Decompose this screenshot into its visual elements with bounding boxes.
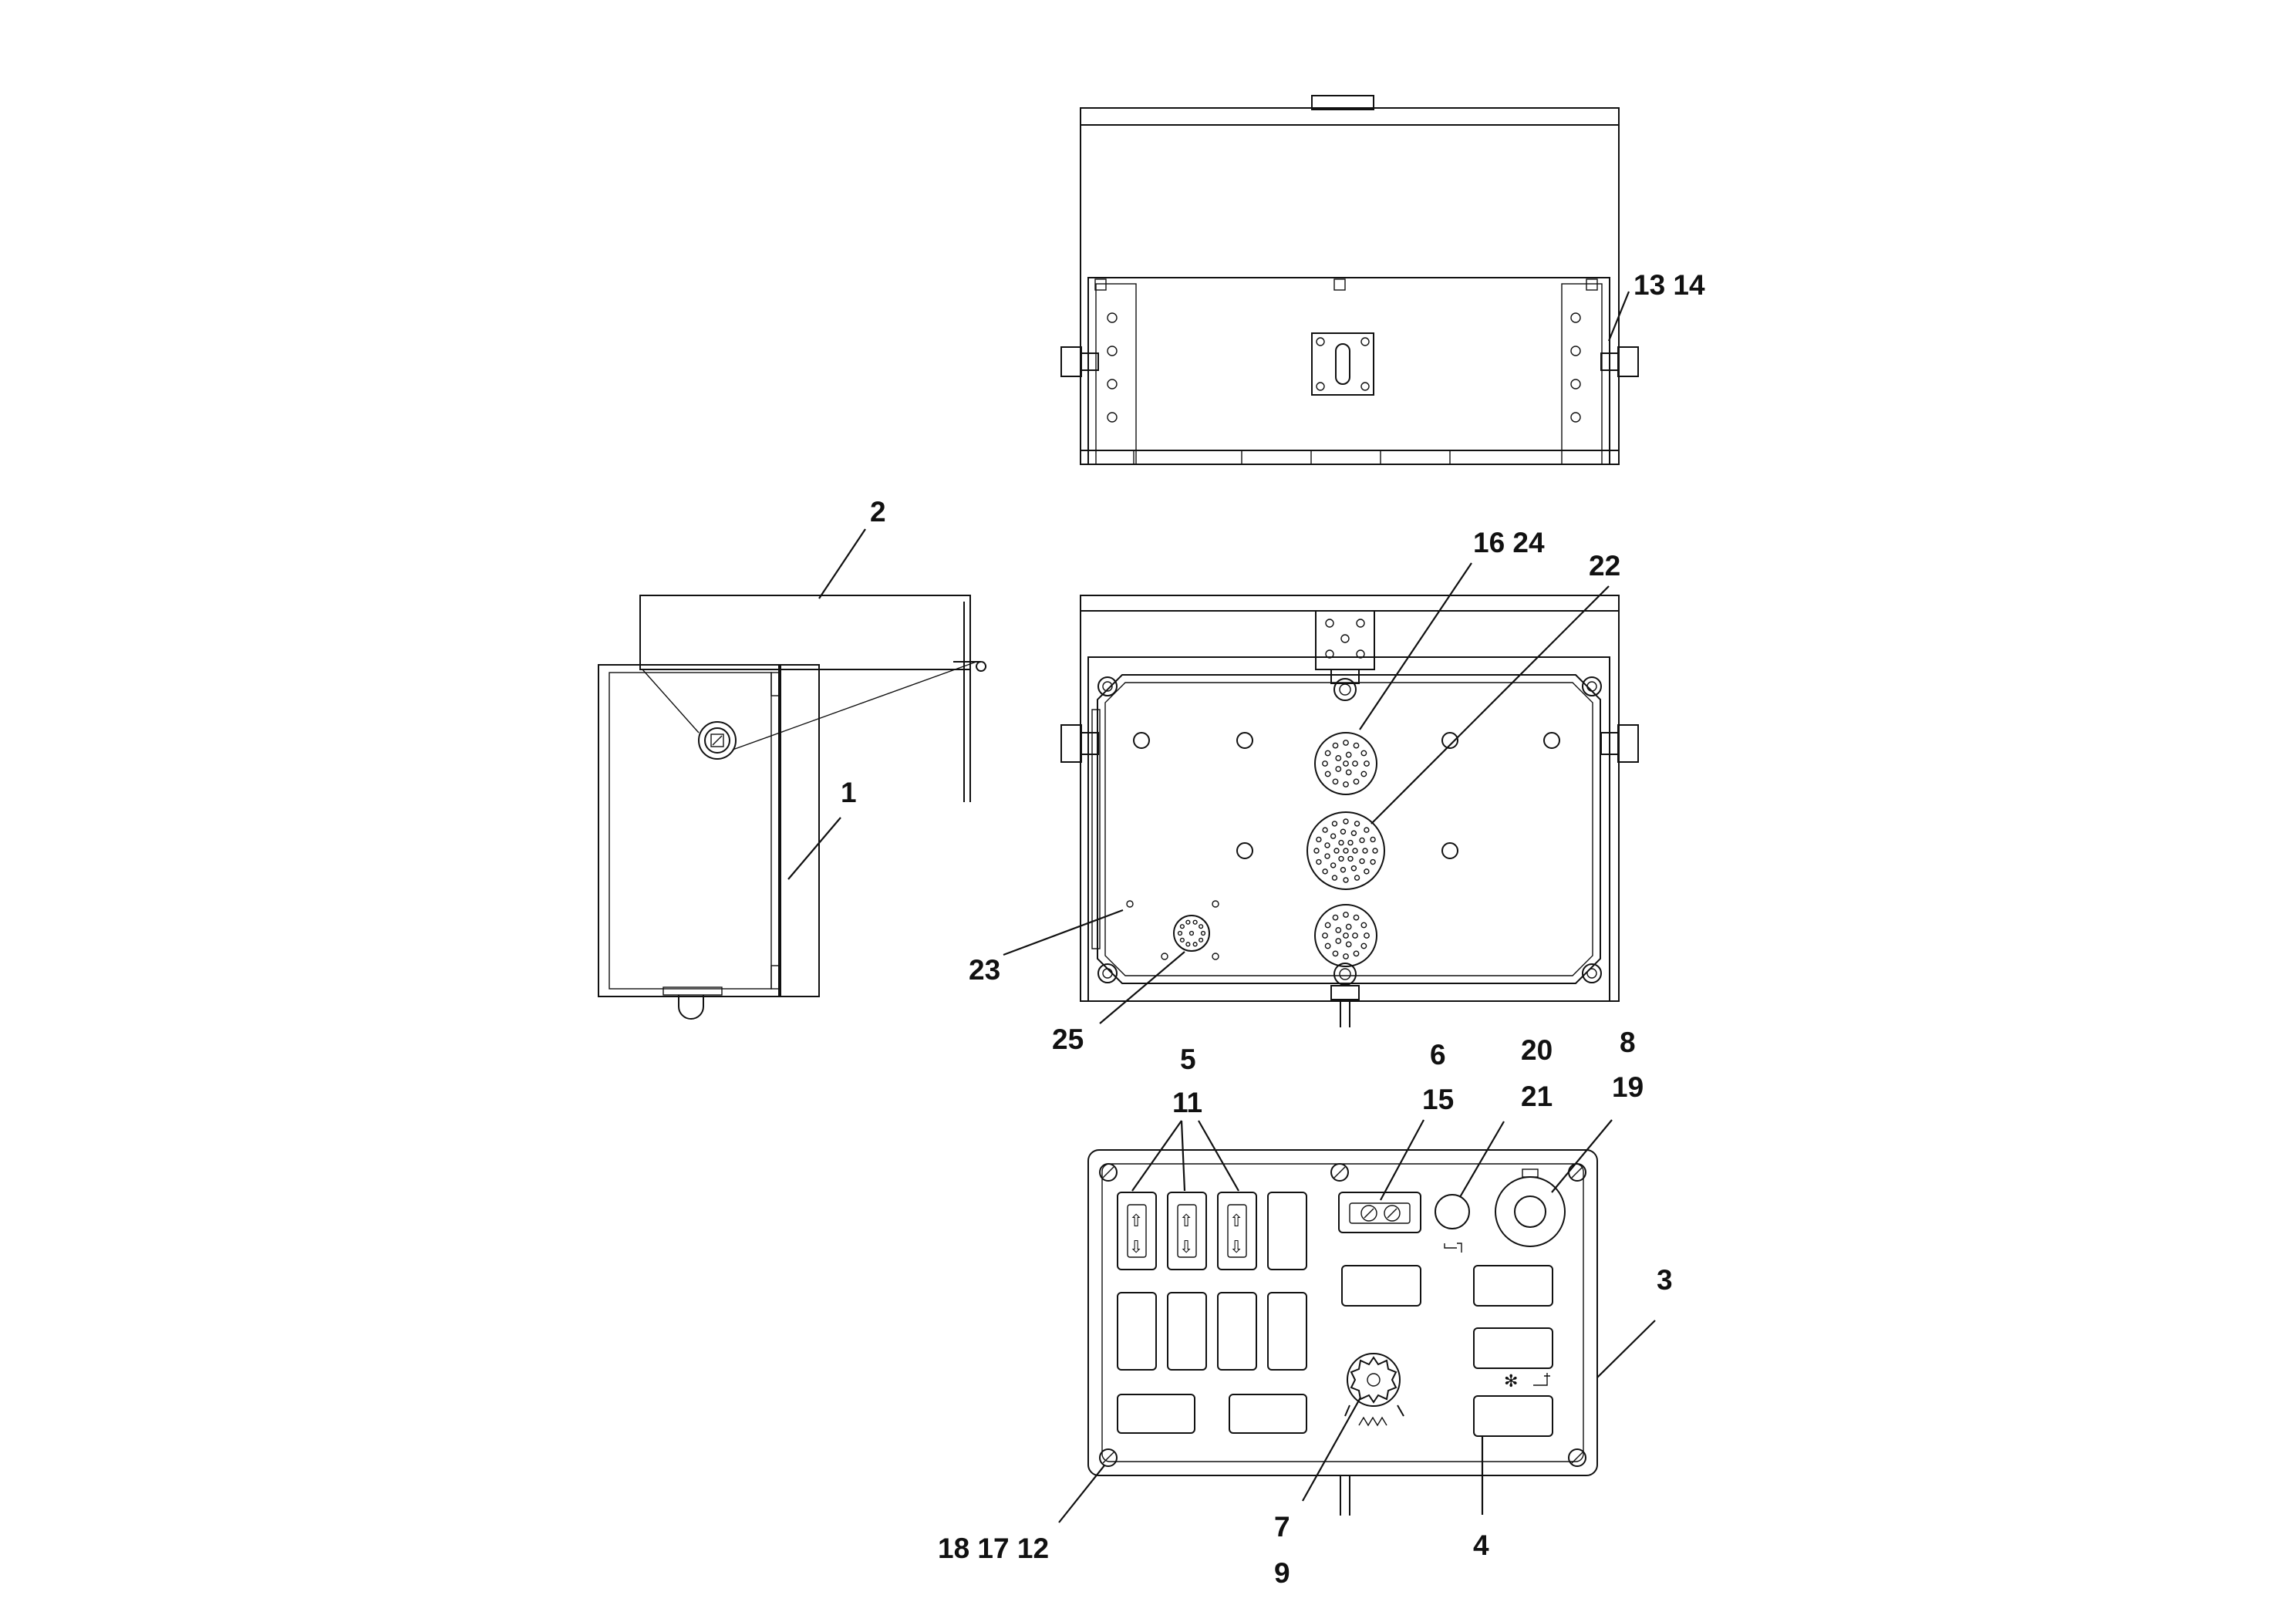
callout-5: 5 [1180, 1044, 1196, 1075]
callout-20: 20 [1521, 1034, 1553, 1066]
leader-lines [787, 291, 1656, 1523]
callout-4: 4 [1473, 1529, 1489, 1561]
side-view-housing [598, 595, 987, 1020]
callout-15: 15 [1422, 1084, 1454, 1115]
callout-13-14: 13 14 [1633, 269, 1705, 301]
callout-labels: 13 14 2 16 24 22 1 23 25 5 11 6 15 20 21… [841, 269, 1705, 1589]
front-view-housing [1060, 595, 1639, 1027]
callout-25: 25 [1052, 1023, 1084, 1055]
svg-text:⇩: ⇩ [1229, 1238, 1243, 1257]
callout-11: 11 [1172, 1087, 1202, 1118]
top-view-housing [1060, 95, 1639, 465]
callout-6: 6 [1430, 1039, 1446, 1071]
callout-21: 21 [1521, 1081, 1553, 1112]
callout-8: 8 [1620, 1027, 1636, 1058]
callout-19: 19 [1612, 1071, 1644, 1103]
callout-22: 22 [1589, 550, 1620, 582]
svg-text:⇧: ⇧ [1229, 1212, 1243, 1231]
svg-text:⇩: ⇩ [1179, 1238, 1193, 1257]
connector-pins [1177, 740, 1378, 959]
svg-text:⇧: ⇧ [1129, 1212, 1143, 1231]
callout-23: 23 [969, 954, 1000, 986]
callout-3: 3 [1657, 1264, 1673, 1296]
callout-2: 2 [870, 496, 886, 528]
callout-9: 9 [1274, 1557, 1290, 1589]
callout-1: 1 [841, 777, 857, 808]
callout-18-17-12: 18 17 12 [938, 1533, 1049, 1564]
callout-16-24: 16 24 [1473, 527, 1545, 558]
svg-text:✻: ✻ [1504, 1372, 1518, 1391]
control-panel: ⇧ ⇩ ⇧ ⇩ ⇧ ⇩ ✻ [1087, 1149, 1598, 1516]
callout-7: 7 [1274, 1511, 1290, 1543]
svg-text:⇩: ⇩ [1129, 1238, 1143, 1257]
svg-text:⇧: ⇧ [1179, 1212, 1193, 1231]
